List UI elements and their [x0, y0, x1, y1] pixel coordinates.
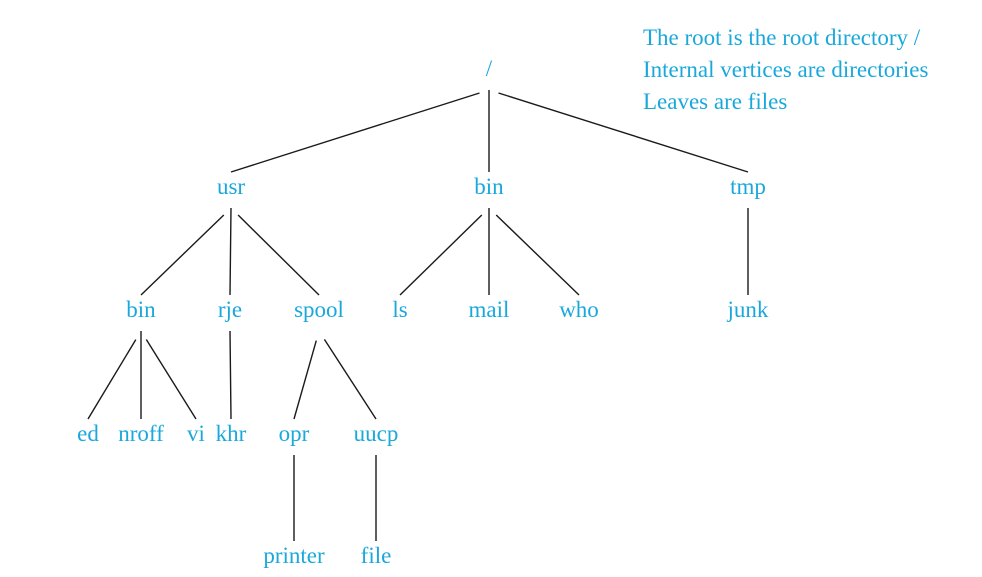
node-usr: usr	[217, 174, 245, 199]
node-root: /	[486, 56, 493, 81]
node-bin: bin	[474, 174, 504, 199]
tree-edges	[87, 90, 749, 541]
node-spool: spool	[294, 297, 344, 322]
edge-usr-rje	[229, 207, 232, 296]
node-printer: printer	[263, 543, 325, 568]
edge-usr_bin-vi	[145, 339, 197, 420]
node-usr-bin: bin	[126, 297, 156, 322]
node-mail: mail	[469, 297, 510, 322]
legend-line-internal: Internal vertices are directories	[643, 57, 929, 82]
node-tmp: tmp	[730, 174, 766, 199]
edge-usr-spool	[237, 214, 320, 296]
node-rje: rje	[218, 297, 242, 322]
edge-root-usr	[230, 92, 480, 173]
legend-notes: The root is the root directory / Interna…	[643, 22, 928, 118]
edge-spool-opr	[293, 340, 317, 420]
legend-line-leaves: Leaves are files	[643, 89, 788, 114]
node-opr: opr	[279, 421, 310, 446]
node-khr: khr	[216, 421, 247, 446]
edge-spool-uucp	[323, 339, 377, 420]
edge-usr-usr_bin	[140, 214, 225, 296]
tree-node-labels: / usr bin tmp bin rje spool ls mail who …	[77, 56, 769, 568]
node-who: who	[559, 297, 599, 322]
node-file: file	[361, 543, 392, 568]
edge-rje-khr	[229, 330, 232, 420]
edge-bin-ls	[399, 214, 483, 296]
node-vi: vi	[187, 421, 205, 446]
node-ed: ed	[77, 421, 99, 446]
edge-root-tmp	[498, 92, 749, 173]
node-ls: ls	[392, 297, 407, 322]
node-uucp: uucp	[354, 421, 399, 446]
node-junk: junk	[727, 297, 769, 322]
node-nroff: nroff	[118, 421, 164, 446]
edge-usr_bin-ed	[87, 339, 137, 420]
edge-bin-who	[495, 214, 580, 296]
legend-line-root: The root is the root directory /	[643, 25, 921, 50]
